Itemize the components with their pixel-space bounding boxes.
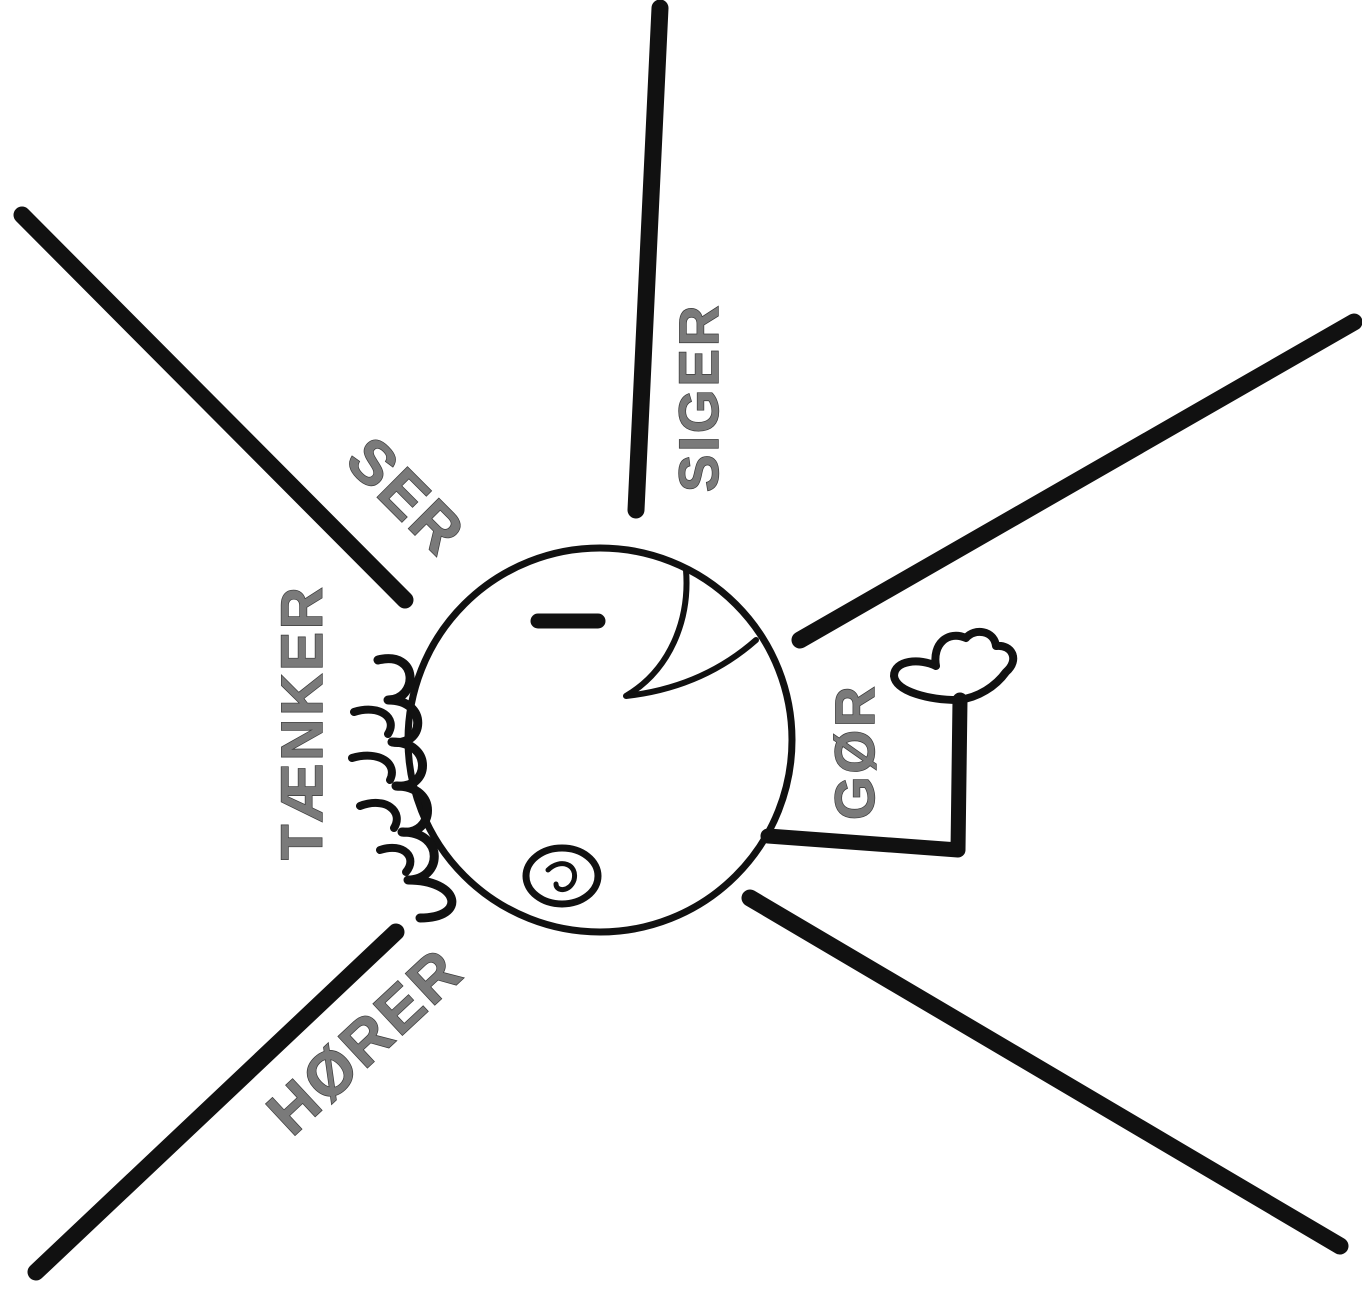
hand <box>894 632 1013 700</box>
label-gor: GØR <box>823 683 886 820</box>
ear <box>526 848 598 904</box>
divider-upper-right <box>800 322 1354 640</box>
mouth <box>626 570 756 696</box>
divider-upper-left <box>22 215 405 600</box>
head-figure <box>352 548 792 932</box>
label-siger: SIGER <box>667 303 730 492</box>
hair-curl-extra <box>352 710 410 872</box>
label-taenker: TÆNKER <box>270 584 335 860</box>
divider-lower-right <box>750 898 1340 1246</box>
arm <box>768 632 1013 850</box>
divider-lines <box>22 8 1354 1272</box>
divider-top <box>636 8 660 510</box>
ear-inner <box>548 864 575 890</box>
